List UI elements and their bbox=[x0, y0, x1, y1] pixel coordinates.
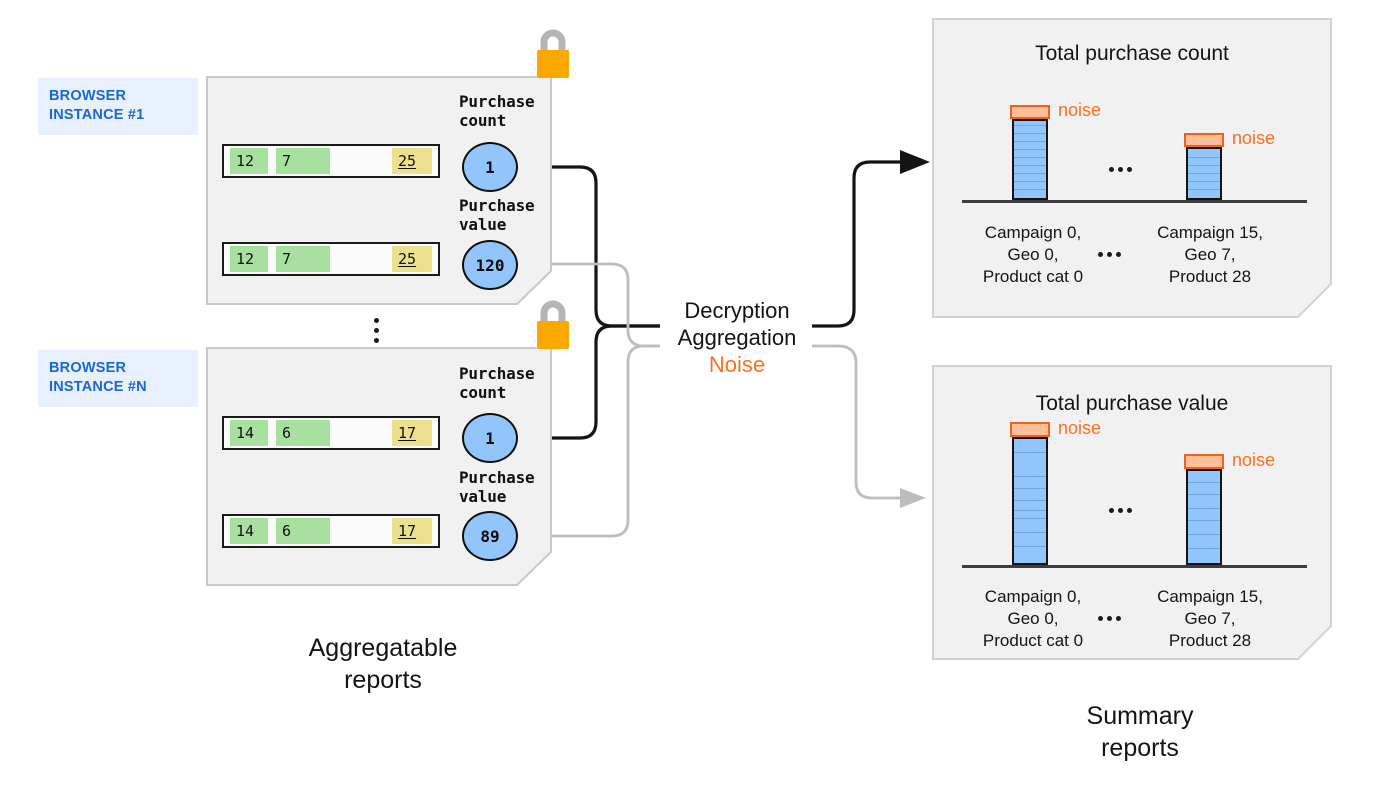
summary-chart-count: noise noise bbox=[968, 100, 1298, 200]
noise-cap-campaign-0 bbox=[1010, 105, 1050, 119]
bar-campaign-0 bbox=[1012, 437, 1048, 565]
report-cell-value: 6 bbox=[282, 424, 292, 442]
summary-report-card-value bbox=[932, 365, 1332, 660]
noise-label-campaign-15: noise bbox=[1232, 128, 1276, 148]
report-cell-spacer bbox=[330, 420, 392, 446]
report-cell-key1: 14 bbox=[230, 518, 268, 544]
wire-value-instance1 bbox=[518, 262, 660, 348]
report-cell-value: 17 bbox=[398, 522, 417, 540]
metric-label-purchase-value: Purchase value bbox=[459, 196, 535, 234]
bar-campaign-15 bbox=[1186, 469, 1222, 565]
summary-reports-caption: Summary reports bbox=[1086, 702, 1194, 762]
report-cell-key2: 6 bbox=[276, 420, 330, 446]
wire-count-instance1 bbox=[518, 165, 660, 328]
summary-chart-value: noise noise bbox=[968, 418, 1298, 565]
instances-ellipsis-icon bbox=[374, 318, 379, 343]
category-label-campaign-0: Campaign 0, Geo 0, Product cat 0 bbox=[982, 223, 1084, 286]
arrowhead-count bbox=[900, 150, 930, 174]
summary-report-card-count bbox=[932, 18, 1332, 318]
bar-campaign-0 bbox=[1012, 119, 1048, 200]
padlock-icon bbox=[537, 29, 569, 78]
wire-to-summary-value bbox=[812, 344, 902, 500]
report-cell-key2: 7 bbox=[276, 148, 330, 174]
report-cell-key1: 12 bbox=[230, 246, 268, 272]
noise-label-campaign-0: noise bbox=[1058, 100, 1102, 120]
report-cell-payload: 17 bbox=[392, 518, 432, 544]
aggregatable-reports-caption: Aggregatable reports bbox=[308, 634, 458, 694]
report-row: 12 7 25 bbox=[222, 242, 440, 276]
summary-title-count: Total purchase count bbox=[1035, 42, 1229, 65]
report-cell-value: 7 bbox=[282, 152, 292, 170]
report-cell-spacer bbox=[330, 148, 392, 174]
report-cell-key2: 7 bbox=[276, 246, 330, 272]
chart-axis-value bbox=[962, 565, 1307, 568]
report-cell-key1: 12 bbox=[230, 148, 268, 174]
categories-ellipsis-icon bbox=[1098, 252, 1121, 257]
bar-campaign-15 bbox=[1186, 147, 1222, 200]
metric-label-purchase-value: Purchase value bbox=[459, 468, 535, 506]
purchase-value-bubble: 89 bbox=[462, 511, 518, 561]
category-label-campaign-15: Campaign 15, Geo 7, Product 28 bbox=[1157, 587, 1263, 650]
processing-aggregation: Aggregation bbox=[677, 325, 797, 350]
report-cell-value: 14 bbox=[236, 522, 255, 540]
report-cell-key1: 14 bbox=[230, 420, 268, 446]
report-cell-payload: 25 bbox=[392, 148, 432, 174]
processing-noise: Noise bbox=[708, 352, 766, 377]
report-row: 14 6 17 bbox=[222, 514, 440, 548]
noise-cap-campaign-0 bbox=[1010, 422, 1050, 437]
wire-value-instanceN bbox=[518, 344, 660, 538]
report-cell-value: 25 bbox=[398, 250, 417, 268]
report-row: 14 6 17 bbox=[222, 416, 440, 450]
report-cell-value: 17 bbox=[398, 424, 417, 442]
summary-title-value: Total purchase value bbox=[1035, 392, 1229, 415]
report-cell-value: 14 bbox=[236, 424, 255, 442]
purchase-count-bubble: 1 bbox=[462, 413, 518, 463]
chart-axis-count bbox=[962, 200, 1307, 203]
summary-report-card-count-outline bbox=[932, 18, 1332, 318]
report-cell-payload: 17 bbox=[392, 420, 432, 446]
category-label-campaign-0: Campaign 0, Geo 0, Product cat 0 bbox=[982, 587, 1084, 650]
report-cell-value: 6 bbox=[282, 522, 292, 540]
report-cell-spacer bbox=[330, 246, 392, 272]
wire-to-summary-count bbox=[812, 160, 902, 328]
report-cell-value: 12 bbox=[236, 250, 255, 268]
aggregatable-report-card-1-outline bbox=[206, 76, 552, 305]
metric-label-purchase-count: Purchase count bbox=[459, 364, 535, 402]
categories-ellipsis-icon bbox=[1098, 616, 1121, 621]
noise-label-campaign-15: noise bbox=[1232, 450, 1276, 470]
processing-decryption: Decryption bbox=[684, 298, 790, 323]
metric-label-purchase-count: Purchase count bbox=[459, 92, 535, 130]
report-cell-value: 25 bbox=[398, 152, 417, 170]
report-cell-value: 7 bbox=[282, 250, 292, 268]
purchase-count-bubble: 1 bbox=[462, 142, 518, 192]
report-cell-key2: 6 bbox=[276, 518, 330, 544]
category-label-campaign-15: Campaign 15, Geo 7, Product 28 bbox=[1157, 223, 1263, 286]
report-cell-value: 12 bbox=[236, 152, 255, 170]
report-cell-payload: 25 bbox=[392, 246, 432, 272]
browser-instance-n-chip: BROWSER INSTANCE #N bbox=[38, 350, 198, 407]
report-cell-spacer bbox=[330, 518, 392, 544]
noise-cap-campaign-15 bbox=[1184, 133, 1224, 147]
bars-ellipsis-icon bbox=[1109, 167, 1132, 172]
report-row: 12 7 25 bbox=[222, 144, 440, 178]
browser-instance-1-chip: BROWSER INSTANCE #1 bbox=[38, 78, 198, 135]
summary-report-card-value-outline bbox=[932, 365, 1332, 660]
processing-label: Decryption Aggregation Noise bbox=[660, 297, 814, 378]
bars-ellipsis-icon bbox=[1109, 508, 1132, 513]
noise-label-campaign-0: noise bbox=[1058, 418, 1102, 438]
padlock-icon bbox=[537, 300, 569, 349]
wire-count-instanceN bbox=[518, 324, 660, 440]
noise-cap-campaign-15 bbox=[1184, 454, 1224, 469]
arrowhead-value bbox=[900, 488, 926, 508]
aggregatable-report-card-n-outline bbox=[206, 347, 552, 586]
purchase-value-bubble: 120 bbox=[462, 240, 518, 290]
